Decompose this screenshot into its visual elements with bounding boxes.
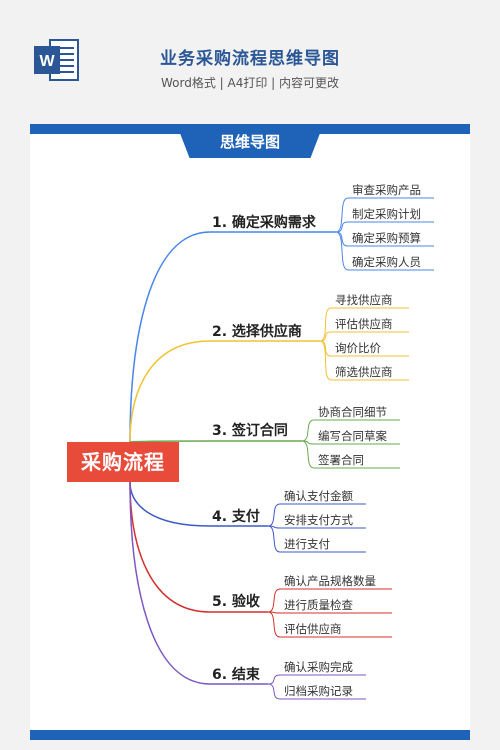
leaf-connector — [267, 674, 366, 685]
mindmap-leaf: 确定采购预算 — [352, 231, 421, 245]
mindmap-leaf: 制定采购计划 — [352, 207, 421, 221]
section-tab: 思维导图 — [178, 128, 322, 158]
leaf-connector — [301, 440, 400, 445]
leaf-connector — [267, 611, 392, 638]
mindmap-leaf: 询价比价 — [335, 341, 381, 355]
mindmap-branch-label: 3. 签订合同 — [212, 423, 288, 439]
document-header: W 业务采购流程思维导图 Word格式 | A4打印 | 内容可更改 — [0, 0, 500, 118]
mindmap-branch-label: 6. 结束 — [212, 667, 260, 683]
leaf-connector — [319, 340, 409, 381]
mindmap-leaf: 进行质量检查 — [284, 598, 353, 612]
branch-connector — [129, 481, 268, 527]
mindmap-leaf: 编写合同草案 — [318, 429, 387, 443]
branch-connector — [129, 231, 336, 443]
page-subtitle: Word格式 | A4打印 | 内容可更改 — [160, 76, 340, 90]
mindmap-branch-label: 1. 确定采购需求 — [212, 215, 316, 231]
mindmap-leaf: 确认产品规格数量 — [284, 574, 376, 588]
mindmap-branch-label: 4. 支付 — [212, 509, 260, 525]
leaf-connector — [335, 231, 434, 271]
mindmap-leaf: 寻找供应商 — [335, 293, 393, 307]
mindmap-leaf: 签署合同 — [318, 453, 364, 467]
mindmap-leaf: 确定采购人员 — [352, 255, 421, 269]
content-frame — [30, 124, 470, 740]
mindmap-leaf: 审查采购产品 — [352, 183, 421, 197]
mindmap-leaf: 确认支付金额 — [284, 489, 353, 503]
leaf-connector — [301, 419, 400, 442]
mindmap-leaf: 归档采购记录 — [284, 684, 353, 698]
leaf-connector — [267, 503, 366, 527]
mindmap-leaf: 协商合同细节 — [318, 405, 387, 419]
page-title: 业务采购流程思维导图 — [160, 49, 340, 69]
leaf-connector — [267, 611, 392, 614]
mindmap-leaf: 评估供应商 — [284, 622, 342, 636]
leaf-connector — [335, 197, 434, 233]
mindmap-leaf: 筛选供应商 — [335, 365, 393, 379]
mindmap-leaf: 评估供应商 — [335, 317, 393, 331]
branch-connector — [129, 340, 320, 443]
branch-connector — [129, 481, 268, 685]
mindmap-branch-label: 2. 选择供应商 — [212, 324, 302, 340]
branch-connector — [129, 440, 302, 443]
word-icon: W — [34, 39, 79, 81]
leaf-connector — [267, 683, 366, 700]
leaf-connector — [301, 440, 400, 469]
leaf-connector — [267, 525, 366, 529]
mindmap-center-node: 采购流程 — [67, 442, 179, 482]
leaf-connector — [267, 588, 392, 613]
mindmap-leaf: 安排支付方式 — [284, 513, 353, 527]
leaf-connector — [267, 525, 366, 553]
leaf-connector — [319, 307, 409, 342]
leaf-connector — [335, 221, 434, 233]
mindmap-leaf: 确认采购完成 — [284, 660, 353, 674]
mindmap-branch-label: 5. 验收 — [212, 594, 260, 610]
leaf-connector — [319, 331, 409, 342]
mindmap-leaf: 进行支付 — [284, 537, 330, 551]
word-icon-letter: W — [39, 53, 55, 70]
